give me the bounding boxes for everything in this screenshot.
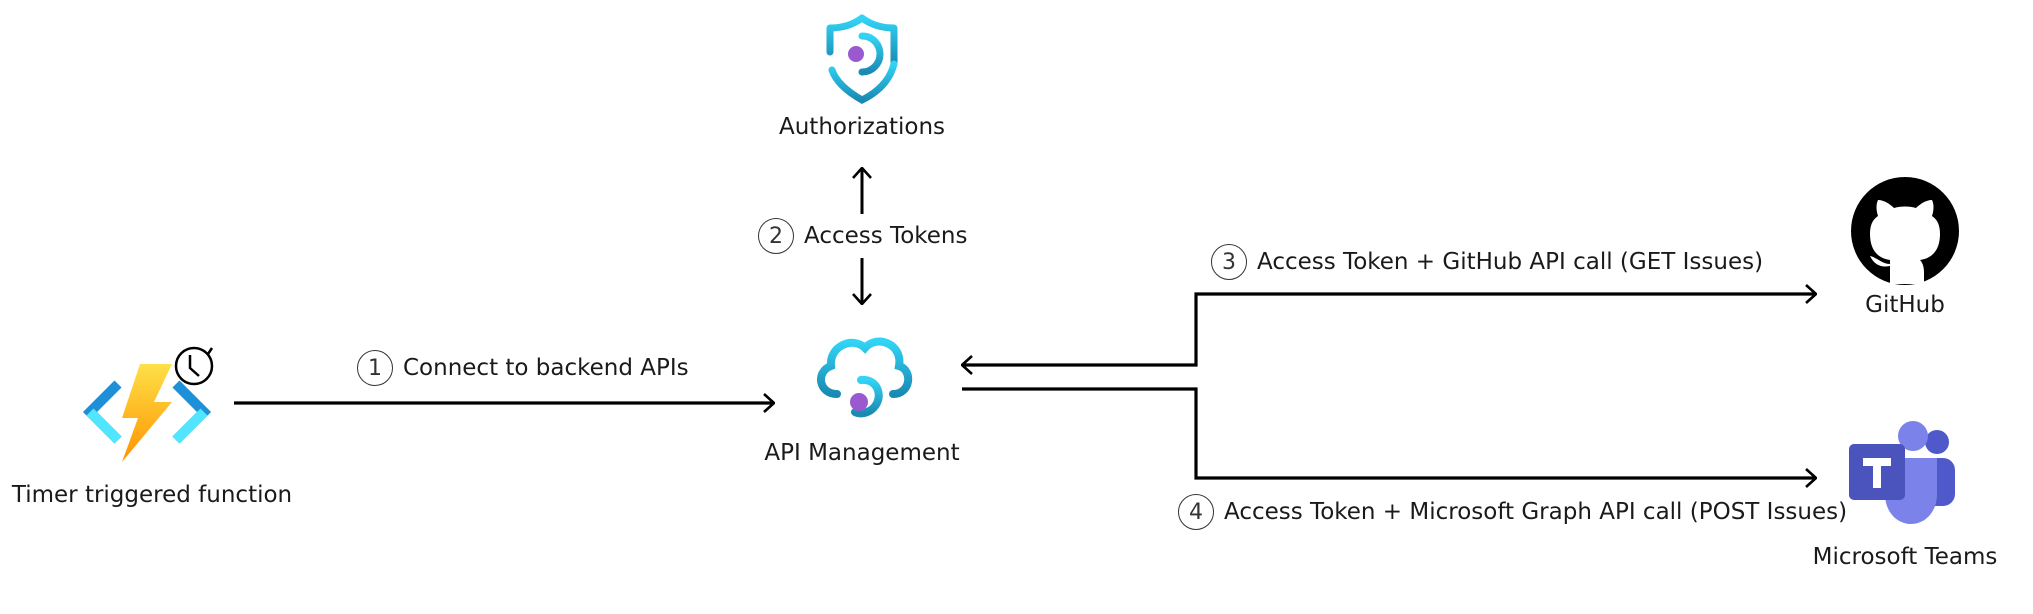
github-octocat-icon <box>1851 177 1959 285</box>
node-label-api-management: API Management <box>764 440 960 466</box>
edge-label-4: 4 Access Token + Microsoft Graph API cal… <box>1178 494 1847 530</box>
node-label-authorizations: Authorizations <box>778 114 946 140</box>
node-microsoft-teams: Microsoft Teams <box>1812 420 1998 570</box>
edge-label-1-text: Connect to backend APIs <box>403 355 689 381</box>
edge-label-3-text: Access Token + GitHub API call (GET Issu… <box>1257 249 1764 275</box>
api-management-cloud-icon <box>817 337 912 418</box>
step-badge-2: 2 <box>758 218 794 254</box>
edge-label-3: 3 Access Token + GitHub API call (GET Is… <box>1211 244 1763 280</box>
node-label-github: GitHub <box>1865 292 1945 318</box>
edge-3-line <box>962 294 1816 365</box>
node-label-microsoft-teams: Microsoft Teams <box>1812 544 1998 570</box>
node-api-management: API Management <box>752 328 972 466</box>
node-github: GitHub <box>1825 176 1985 318</box>
microsoft-teams-icon <box>1849 421 1955 524</box>
edge-4-line <box>962 387 1816 478</box>
edge-label-4-text: Access Token + Microsoft Graph API call … <box>1224 499 1848 525</box>
node-authorizations: Authorizations <box>762 14 962 140</box>
step-badge-4: 4 <box>1178 494 1214 530</box>
azure-function-timer-icon <box>82 346 214 462</box>
node-timer-function: Timer triggered function <box>12 340 292 508</box>
authorizations-shield-icon <box>826 14 898 104</box>
node-label-timer-function: Timer triggered function <box>11 482 293 508</box>
step-badge-3: 3 <box>1211 244 1247 280</box>
edge-label-2-text: Access Tokens <box>804 223 968 249</box>
step-badge-1: 1 <box>357 350 393 386</box>
edge-label-1: 1 Connect to backend APIs <box>357 350 689 386</box>
edge-label-2: 2 Access Tokens <box>758 218 967 254</box>
